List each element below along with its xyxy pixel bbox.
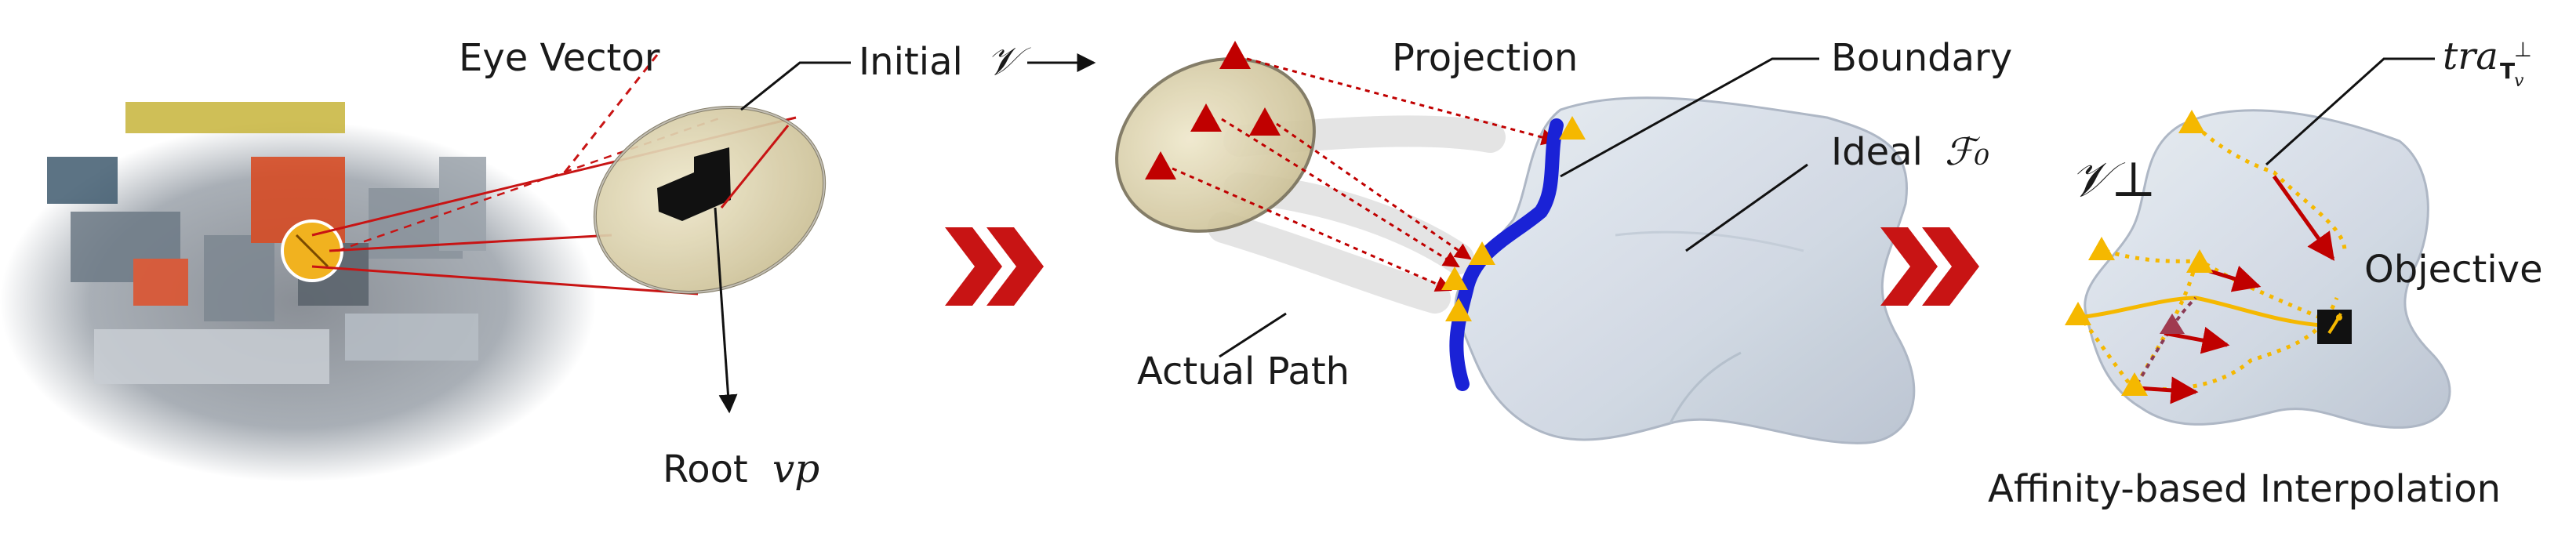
- red-marker-icon: [1145, 151, 1176, 179]
- panel-projection: [1115, 41, 1916, 444]
- panel-interpolation: [2065, 109, 2451, 429]
- objective-surface: [2084, 109, 2451, 429]
- yellow-marker-icon: [1445, 298, 1472, 321]
- object-block-icon: [657, 147, 731, 221]
- ideal-math: ℱ₀: [1945, 130, 1989, 174]
- red-marker-icon: [2160, 314, 2185, 334]
- tra-label: tra: [2443, 34, 2498, 78]
- initial-v-math: 𝒱: [986, 38, 1031, 84]
- red-marker-icon: [1249, 107, 1281, 136]
- ideal-label: Ideal: [1831, 130, 1923, 174]
- ideal-leader: [1685, 163, 1808, 252]
- boundary-leader: [1560, 57, 1819, 178]
- tra-leader: [2265, 57, 2435, 166]
- red-marker-icon: [1219, 41, 1251, 69]
- root-vp-label: Root: [663, 448, 748, 491]
- tra-superscript: ⊥: [2514, 38, 2532, 62]
- tra-subscript: T: [2500, 58, 2515, 84]
- boundary-label: Boundary: [1831, 36, 2012, 80]
- panel-scene: [0, 54, 797, 482]
- actual-path-leader: [1219, 312, 1287, 358]
- yellow-marker-icon: [2065, 302, 2091, 325]
- initial-v-leader: [740, 61, 851, 111]
- yellow-marker-icon: [2186, 249, 2213, 273]
- v-perp-label: 𝒱⊥: [2070, 150, 2156, 208]
- tra-subsubscript: v: [2514, 71, 2524, 91]
- projection-label: Projection: [1392, 36, 1578, 80]
- yellow-marker-icon: [2178, 110, 2205, 133]
- yellow-marker-icon: [1559, 116, 1586, 140]
- initial-v-label: Initial: [859, 40, 963, 84]
- projection-viewpoint-ellipse: [1115, 57, 1316, 233]
- boundary-curve: [1449, 118, 1564, 391]
- actual-path-label: Actual Path: [1137, 350, 1350, 393]
- affinity-label: Affinity-based Interpolation: [1988, 467, 2501, 511]
- red-marker-icon: [1190, 103, 1222, 132]
- yellow-marker-icon: [1441, 266, 1468, 290]
- root-viewpoint-ellipse: [593, 106, 827, 294]
- objective-label: Objective: [2364, 248, 2543, 292]
- yellow-marker-icon: [2088, 237, 2115, 260]
- chevron-right-icon: [1880, 227, 1979, 306]
- root-vp-math: vp: [772, 446, 819, 491]
- chevron-right-icon: [945, 227, 1044, 306]
- eye-vector-label: Eye Vector: [459, 36, 660, 80]
- yellow-marker-icon: [1469, 241, 1495, 265]
- yellow-marker-icon: [2121, 372, 2148, 396]
- root-vp-arrow: [714, 207, 738, 414]
- eye-vector-line: [563, 54, 659, 173]
